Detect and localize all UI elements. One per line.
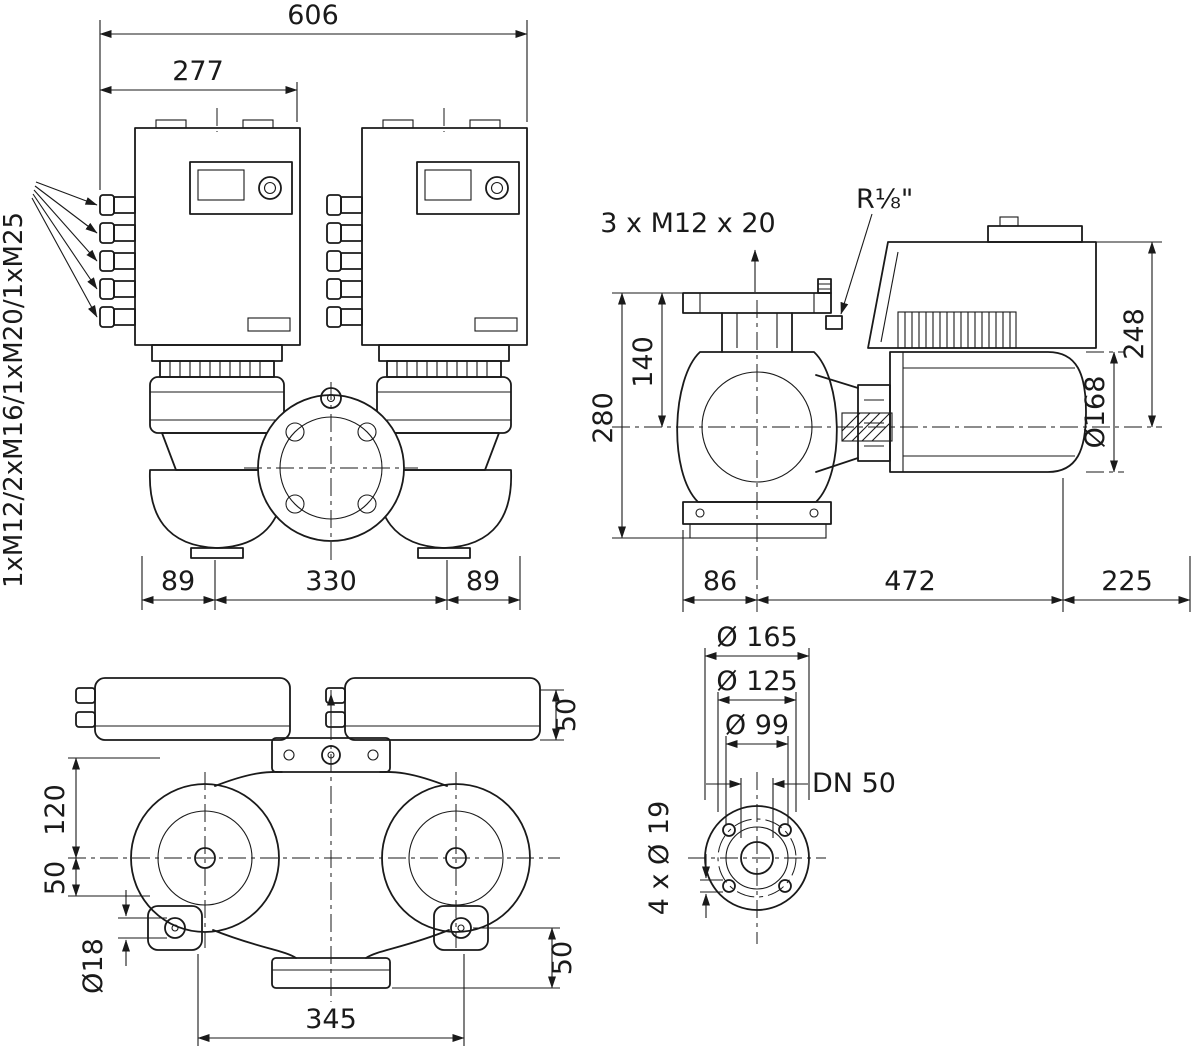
bottom-left-module: [75, 677, 291, 741]
side-view: 3 x M12 x 20 R⅛" 280 140 248 Ø168: [588, 184, 1191, 612]
front-right-electronics-module: [326, 119, 528, 346]
pipe-plug: [825, 315, 843, 330]
flange-dim-bolt-circle: Ø 125: [716, 666, 798, 812]
heatsink: [897, 311, 1017, 349]
dim-flange-od-label: Ø 165: [716, 622, 797, 653]
bottom-dim-foot-spacing: 345: [197, 954, 465, 1046]
bottom-dim-module-to-casing: 50: [540, 689, 582, 741]
side-label-flange-bolts: 3 x M12 x 20: [600, 208, 776, 292]
cable-gland-callout: 1xM12/2xM16/1xM20/1xM25: [0, 181, 98, 588]
side-pump-casing: [676, 278, 843, 539]
front-view: 606 277 1xM12/2xM16/1xM20/1xM25 89 330 8…: [0, 0, 528, 610]
dim-module-top-label: 248: [1119, 308, 1150, 360]
flange-dim-bolt-holes: 4 x Ø 19: [644, 801, 723, 918]
dim-port-offset-label: 50: [547, 941, 578, 975]
side-dim-module-height: 248: [1096, 241, 1162, 428]
cable-glands-label: 1xM12/2xM16/1xM20/1xM25: [0, 212, 29, 588]
side-dim-motor-diameter: Ø168: [1080, 351, 1124, 473]
front-dim-module-width: 277: [99, 56, 298, 122]
dim-foot-spacing-label: 345: [305, 1004, 357, 1035]
dim-port-left-label: 89: [161, 566, 195, 597]
flange-view: Ø 165 Ø 125 Ø 99 DN 50 4 x Ø 19: [644, 622, 896, 944]
dim-module-width-label: 277: [172, 56, 224, 87]
dim-front-length-label: 86: [703, 566, 737, 597]
side-electronics-module: [867, 216, 1097, 349]
dim-foot-hole-label: Ø18: [78, 938, 109, 994]
dim-rear-clearance-label: 225: [1101, 566, 1153, 597]
dim-motor-diameter-label: Ø168: [1080, 376, 1111, 449]
side-dim-lengths: 86 472 225: [682, 478, 1191, 612]
flange-face: [688, 772, 826, 944]
dim-port-spacing-label: 330: [305, 566, 357, 597]
side-label-plug: R⅛": [840, 184, 913, 315]
flange-dim-od: Ø 165: [704, 622, 810, 800]
control-knob-icon: [485, 176, 509, 200]
flange-dim-raised-face: Ø 99: [725, 710, 789, 824]
bottom-centerlines: [68, 690, 560, 1002]
dim-raised-face-label: Ø 99: [725, 710, 789, 741]
dim-total-height-label: 280: [588, 392, 619, 444]
dim-flange-to-axis-label: 140: [628, 336, 659, 388]
dim-overall-width-label: 606: [287, 0, 339, 31]
dim-foot-offset-label: 50: [40, 861, 71, 895]
plug-label: R⅛": [856, 184, 913, 215]
dim-port-right-label: 89: [466, 566, 500, 597]
dim-bolt-circle-label: Ø 125: [716, 666, 797, 697]
flange-bolts-label: 3 x M12 x 20: [600, 208, 775, 239]
bottom-view: 50 120 50 Ø18 50 345: [40, 677, 582, 1046]
side-dim-heights: 280 140: [588, 292, 690, 539]
front-dim-ports: 89 330 89: [141, 556, 521, 610]
bottom-dim-left: 120 50: [40, 757, 160, 897]
bottom-dim-port-offset: 50: [392, 927, 578, 989]
cable-glands-right-module: [326, 194, 363, 328]
front-centerlines: [216, 108, 445, 562]
dim-axis-offset-label: 120: [40, 784, 71, 836]
bolt-holes-label: 4 x Ø 19: [644, 801, 675, 916]
dim-module-to-casing-label: 50: [551, 698, 582, 732]
side-centerlines: [612, 300, 1162, 562]
control-knob-icon: [258, 176, 282, 200]
front-left-electronics-module: [99, 119, 301, 346]
bottom-dim-foot-hole: Ø18: [78, 890, 167, 994]
cable-glands-left-module: [99, 194, 136, 328]
front-dim-overall-width: 606: [99, 0, 528, 190]
nominal-bore-label: DN 50: [812, 768, 896, 799]
dim-motor-length-label: 472: [884, 566, 936, 597]
flange-dim-bore: DN 50: [706, 768, 896, 838]
side-coupling: [815, 374, 893, 473]
side-motor: [889, 351, 1087, 473]
bottom-right-module: [325, 677, 541, 741]
